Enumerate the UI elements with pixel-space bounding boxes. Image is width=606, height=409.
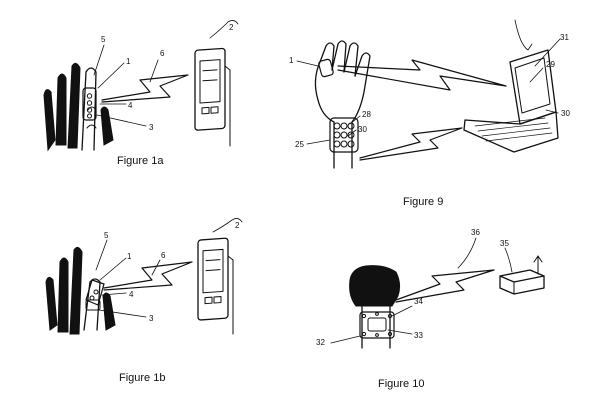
leader-lines-1a	[93, 20, 239, 127]
figure-1b: 5 1 6 2 4 3 Figure 1b	[45, 218, 243, 384]
label-3-1b: 3	[149, 314, 154, 323]
phone-device-1a	[194, 47, 231, 147]
phone-device-1b	[197, 237, 234, 335]
hand-illustration-1b	[45, 246, 116, 335]
leader-lines-10	[330, 237, 513, 344]
label-33-10: 33	[414, 331, 423, 340]
wireless-signal-10	[395, 269, 495, 303]
label-6-1a: 6	[160, 49, 165, 58]
label-25-9: 25	[295, 140, 304, 149]
label-2-1a: 2	[229, 23, 234, 32]
ring-device-1b	[85, 279, 105, 311]
label-2-1b: 2	[235, 221, 240, 230]
label-32-10: 32	[316, 338, 325, 347]
wireless-signal-1b	[103, 261, 193, 291]
label-30-wrist-9: 30	[358, 125, 367, 134]
base-station-device-10	[499, 255, 545, 295]
label-34-10: 34	[414, 297, 423, 306]
label-1-9: 1	[289, 56, 294, 65]
caption-figure-9: Figure 9	[403, 196, 443, 208]
label-36-10: 36	[471, 228, 480, 237]
caption-figure-1b: Figure 1b	[119, 372, 165, 384]
label-29-9: 29	[546, 60, 555, 69]
figure-10: 36 35 34 33 32 Figure 10	[316, 228, 545, 390]
caption-figure-1a: Figure 1a	[117, 155, 164, 167]
figure-9: 1 31 29 30 28 30 25 Figure 9	[289, 19, 570, 208]
label-3-1a: 3	[149, 123, 154, 132]
wireless-signal-1a	[101, 74, 189, 103]
label-35-10: 35	[500, 239, 509, 248]
leader-lines-1b	[95, 218, 243, 318]
caption-figure-10: Figure 10	[378, 378, 424, 390]
wristband-device-10	[359, 311, 395, 339]
fist-illustration-10	[349, 265, 401, 349]
laptop-device-9	[463, 49, 559, 153]
label-1-1b: 1	[127, 252, 132, 261]
label-5-1a: 5	[101, 35, 106, 44]
label-4-1b: 4	[129, 290, 134, 299]
label-6-1b: 6	[161, 251, 166, 260]
figure-1a: 5 1 6 2 4 3 Figure 1a	[43, 20, 239, 167]
hand-illustration-9	[314, 40, 371, 169]
wireless-signal-ring-9	[337, 59, 507, 91]
leader-lines-9	[296, 19, 561, 145]
label-1-1a: 1	[126, 57, 131, 66]
label-28-9: 28	[362, 110, 371, 119]
wireless-signal-wrist-9	[359, 127, 463, 161]
hand-illustration-1a	[43, 62, 114, 152]
label-30-laptop-9: 30	[561, 109, 570, 118]
wristband-device-9	[329, 117, 359, 153]
ring-device-1a	[82, 87, 97, 121]
label-31-9: 31	[560, 33, 569, 42]
label-4-1a: 4	[128, 101, 133, 110]
label-5-1b: 5	[104, 231, 109, 240]
